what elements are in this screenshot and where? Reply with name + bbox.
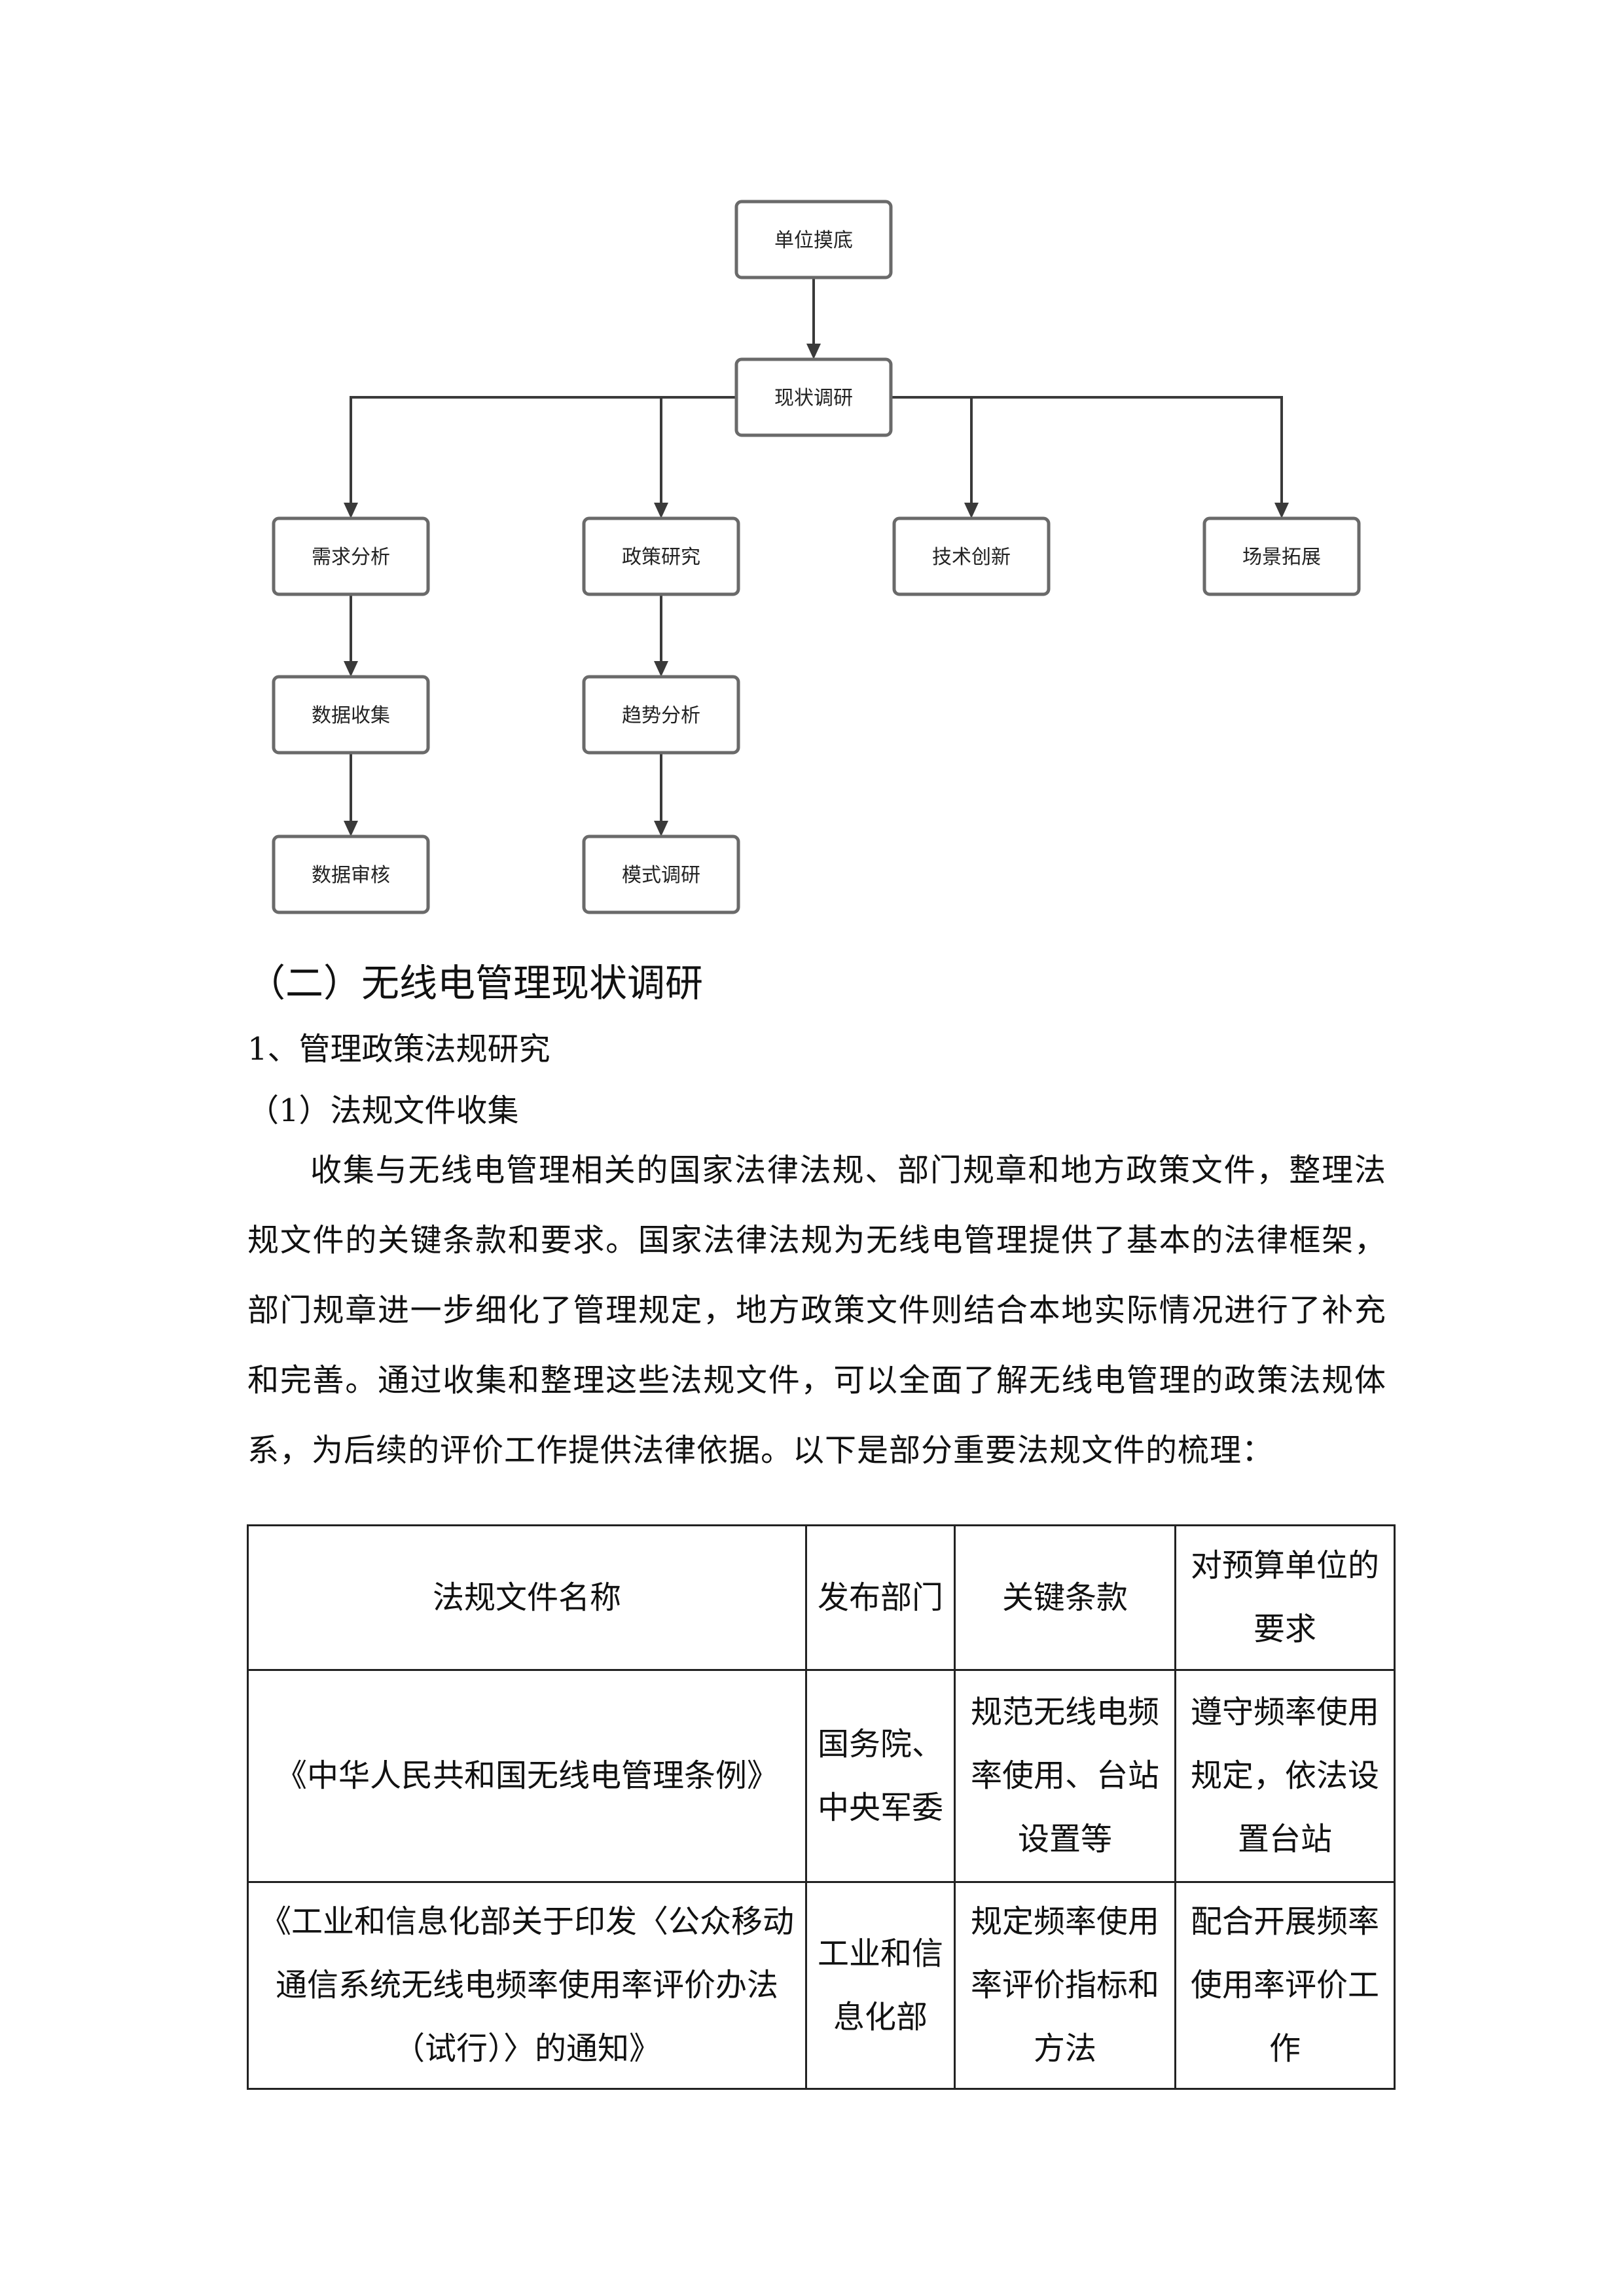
table-row: 《工业和信息化部关于印发〈公众移动通信系统无线电频率使用率评价办法（试行）〉的通…	[247, 1881, 1396, 2090]
flow-node-box	[734, 357, 893, 437]
flow-node-box	[582, 834, 740, 914]
header-cell-document-name: 法规文件名称	[247, 1524, 807, 1671]
flow-node-label: 数据审核	[312, 864, 390, 887]
flow-node-collect: 数据收集	[272, 675, 430, 755]
cell-requirements: 遵守频率使用规定，依法设置台站	[1174, 1669, 1396, 1883]
arrowhead-survey-to-tech	[964, 503, 979, 518]
flow-node-box	[272, 675, 430, 755]
flow-node-label: 模式调研	[622, 864, 700, 887]
flow-node-demand: 需求分析	[272, 516, 430, 596]
edge-survey-to-scene	[891, 396, 1283, 504]
flow-node-label: 数据收集	[312, 704, 390, 727]
flow-node-unit: 单位摸底	[734, 200, 893, 279]
flow-node-box	[1202, 516, 1361, 596]
flowchart-edges	[344, 278, 1289, 836]
edge-survey-to-demand	[350, 396, 736, 504]
cell-issuing-department: 工业和信息化部	[805, 1881, 956, 2090]
header-cell-issuing-department: 发布部门	[805, 1524, 956, 1671]
regulations-table: 法规文件名称 发布部门 关键条款 对预算单位的要求 《中华人民共和国无线电管理条…	[247, 1524, 1396, 2090]
arrowhead-collect-to-audit	[344, 821, 358, 836]
flow-node-box	[272, 834, 430, 914]
section-heading: （二）无线电管理现状调研	[247, 961, 704, 1005]
table-header-row: 法规文件名称 发布部门 关键条款 对预算单位的要求	[247, 1524, 1396, 1671]
flow-node-box	[272, 516, 430, 596]
cell-issuing-department: 国务院、中央军委	[805, 1669, 956, 1883]
flow-node-label: 技术创新	[932, 546, 1011, 569]
body-paragraph: 收集与无线电管理相关的国家法律法规、部门规章和地方政策文件，整理法规文件的关键条…	[247, 1152, 1386, 1469]
flow-node-box	[582, 675, 740, 755]
header-cell-requirements: 对预算单位的要求	[1174, 1524, 1396, 1671]
flow-node-scene: 场景拓展	[1202, 516, 1361, 596]
arrowhead-survey-to-policy	[654, 503, 668, 518]
cell-document-name: 《中华人民共和国无线电管理条例》	[247, 1669, 807, 1883]
table-row: 《中华人民共和国无线电管理条例》 国务院、中央军委 规范无线电频率使用、台站设置…	[247, 1669, 1396, 1883]
flow-node-label: 趋势分析	[622, 704, 700, 727]
cell-key-clauses: 规范无线电频率使用、台站设置等	[954, 1669, 1176, 1883]
flow-node-box	[892, 516, 1051, 596]
arrowhead-unit-to-survey	[806, 344, 821, 359]
cell-key-clauses: 规定频率使用率评价指标和方法	[954, 1881, 1176, 2090]
subheading-policy-research: 1、管理政策法规研究	[247, 1031, 550, 1067]
arrowhead-trend-to-mode	[654, 821, 668, 836]
flow-node-label: 单位摸底	[774, 229, 853, 252]
flow-node-survey: 现状调研	[734, 357, 893, 437]
flow-node-policy: 政策研究	[582, 516, 740, 596]
header-cell-key-clauses: 关键条款	[954, 1524, 1176, 1671]
arrowhead-policy-to-trend	[654, 661, 668, 677]
arrowhead-survey-to-scene	[1274, 503, 1289, 518]
arrowhead-survey-to-demand	[344, 503, 358, 518]
flow-node-label: 现状调研	[774, 387, 853, 410]
cell-requirements: 配合开展频率使用率评价工作	[1174, 1881, 1396, 2090]
edge-survey-to-policy	[660, 396, 736, 504]
cell-document-name: 《工业和信息化部关于印发〈公众移动通信系统无线电频率使用率评价办法（试行）〉的通…	[247, 1881, 807, 2090]
edge-survey-to-tech	[891, 396, 973, 504]
flow-node-box	[582, 516, 740, 596]
flow-node-label: 场景拓展	[1242, 546, 1321, 569]
flow-node-audit: 数据审核	[272, 834, 430, 914]
flow-node-trend: 趋势分析	[582, 675, 740, 755]
arrowhead-demand-to-collect	[344, 661, 358, 677]
flow-node-box	[734, 200, 893, 279]
subheading-document-collection: （1）法规文件收集	[247, 1092, 519, 1129]
flow-node-label: 需求分析	[312, 546, 390, 569]
flow-node-label: 政策研究	[622, 546, 700, 569]
flow-node-tech: 技术创新	[892, 516, 1051, 596]
flow-node-mode: 模式调研	[582, 834, 740, 914]
